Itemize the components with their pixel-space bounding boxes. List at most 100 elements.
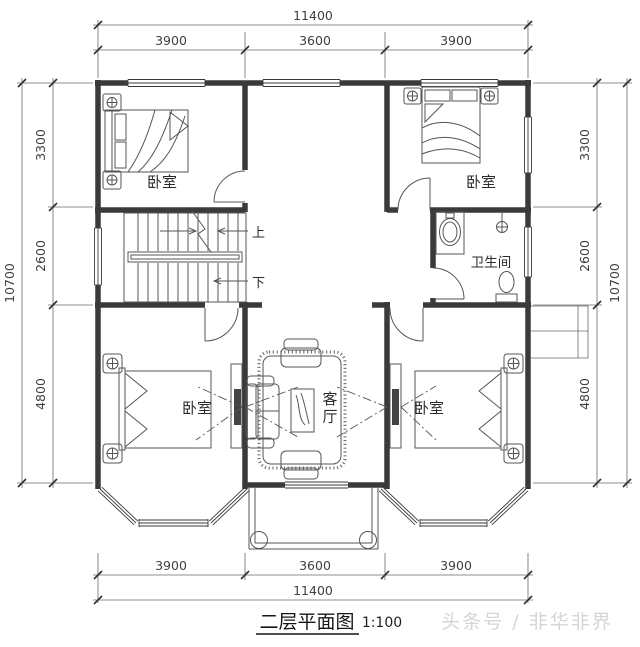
room-labels: 卧室 卧室 卫生间 卧室 卧室 客厅 xyxy=(147,173,511,425)
bay-window-right xyxy=(378,486,529,527)
balcony-column xyxy=(359,531,377,549)
stair-down-arrow xyxy=(212,277,248,285)
window-balcony-door xyxy=(285,481,348,489)
nightstand xyxy=(403,87,422,105)
bedroom-bottom-right-furniture xyxy=(389,353,524,464)
dim-bottom-seg1: 3900 xyxy=(155,558,187,573)
dim-right-overall: 10700 xyxy=(607,263,622,303)
dim-bottom-seg2: 3600 xyxy=(299,558,331,573)
staircase: 上 下 xyxy=(123,210,265,303)
shower-head xyxy=(496,211,508,233)
tv xyxy=(392,389,399,425)
tv-cabinet xyxy=(230,363,243,449)
bed xyxy=(421,86,481,164)
balcony-column xyxy=(250,531,268,549)
dim-bottom-seg3: 3900 xyxy=(440,558,472,573)
rug-fringe xyxy=(257,350,347,470)
bed-headboard xyxy=(118,367,126,451)
label-bedroom-top-right: 卧室 xyxy=(466,173,496,191)
stair-down-label: 下 xyxy=(252,276,265,291)
bed-headboard xyxy=(104,109,113,173)
door-bedroom-bottom-left xyxy=(204,307,239,342)
pillow xyxy=(114,113,127,141)
bathroom-fixtures xyxy=(435,211,518,303)
bedroom-top-left-furniture xyxy=(102,93,189,190)
nightstand xyxy=(102,353,123,374)
watermark-text: 头条号 / 非华非界 xyxy=(441,611,612,633)
pillow xyxy=(424,89,451,102)
stair-handrail xyxy=(127,251,243,263)
bedroom-top-right-furniture xyxy=(403,86,499,164)
stair-treads-upper xyxy=(137,213,239,251)
stair-up-label: 上 xyxy=(252,226,265,241)
door-bedroom-bottom-right xyxy=(389,307,424,342)
pillow xyxy=(478,409,502,449)
nightstand xyxy=(503,353,524,374)
living-sight-lines xyxy=(244,386,388,438)
bed xyxy=(111,109,189,173)
pillow xyxy=(124,371,148,411)
dimension-chain-left: 10700 3300 2600 4800 xyxy=(2,78,93,488)
doors xyxy=(204,170,465,342)
windows xyxy=(94,79,532,527)
vanity-counter xyxy=(435,211,465,255)
sofa-top xyxy=(280,338,322,368)
coffee-table xyxy=(290,388,315,433)
dimension-chain-top: 11400 3900 3600 3900 xyxy=(93,8,533,78)
door-bedroom-top-left xyxy=(213,170,246,203)
dim-top-seg2: 3600 xyxy=(299,33,331,48)
dimension-chain-bottom: 3900 3600 3900 11400 xyxy=(93,553,533,605)
dim-top-seg1: 3900 xyxy=(155,33,187,48)
label-bathroom: 卫生间 xyxy=(471,255,512,271)
pillow xyxy=(114,141,127,169)
nightstand xyxy=(480,87,499,105)
label-living-room: 客厅 xyxy=(322,390,337,425)
drawing-scale: 1:100 xyxy=(362,615,402,631)
tv xyxy=(234,389,241,425)
balcony xyxy=(248,488,379,550)
dim-left-seg3: 4800 xyxy=(33,378,48,410)
stair-break-line xyxy=(191,210,212,253)
window-top-hall xyxy=(262,79,341,87)
window-stairs xyxy=(94,227,102,286)
label-bedroom-bottom-left: 卧室 xyxy=(182,399,212,417)
rug xyxy=(262,355,342,465)
nightstand xyxy=(102,443,123,464)
dim-right-seg3: 4800 xyxy=(577,378,592,410)
window-bathroom xyxy=(524,226,532,278)
dim-top-overall: 11400 xyxy=(293,8,333,23)
walls xyxy=(95,80,531,489)
sofa-left xyxy=(245,375,280,449)
dimension-chain-right: 3300 2600 4800 10700 xyxy=(533,78,632,488)
bed-headboard xyxy=(500,367,508,451)
tv-cabinet xyxy=(389,363,402,449)
stair-up-arrow xyxy=(160,227,248,235)
bay-window-left xyxy=(97,486,250,527)
window-right-bedroom xyxy=(524,116,532,174)
title-block: 二层平面图 1:100 头条号 / 非华非界 xyxy=(256,611,612,635)
door-bedroom-top-right xyxy=(397,177,431,211)
door-bathroom xyxy=(432,267,465,300)
dim-right-seg1: 3300 xyxy=(577,129,592,161)
living-room-furniture xyxy=(245,338,347,480)
sofa-bottom xyxy=(280,450,322,480)
dim-left-seg1: 3300 xyxy=(33,129,48,161)
pillow xyxy=(478,371,502,411)
nightstand xyxy=(503,443,524,464)
dim-right-seg2: 2600 xyxy=(577,240,592,272)
dim-bottom-overall: 11400 xyxy=(293,583,333,598)
dim-left-seg2: 2600 xyxy=(33,240,48,272)
stair-treads-lower xyxy=(137,263,239,302)
dim-top-seg3: 3900 xyxy=(440,33,472,48)
label-bedroom-top-left: 卧室 xyxy=(147,173,177,191)
pillow xyxy=(124,409,148,449)
pillow xyxy=(451,89,478,102)
drawing-title: 二层平面图 xyxy=(259,611,354,633)
bedroom-bottom-left-furniture xyxy=(102,353,243,464)
label-bedroom-bottom-right: 卧室 xyxy=(414,399,444,417)
window-top-left-bedroom xyxy=(127,79,206,87)
toilet xyxy=(495,271,518,303)
side-ledge xyxy=(531,305,589,359)
